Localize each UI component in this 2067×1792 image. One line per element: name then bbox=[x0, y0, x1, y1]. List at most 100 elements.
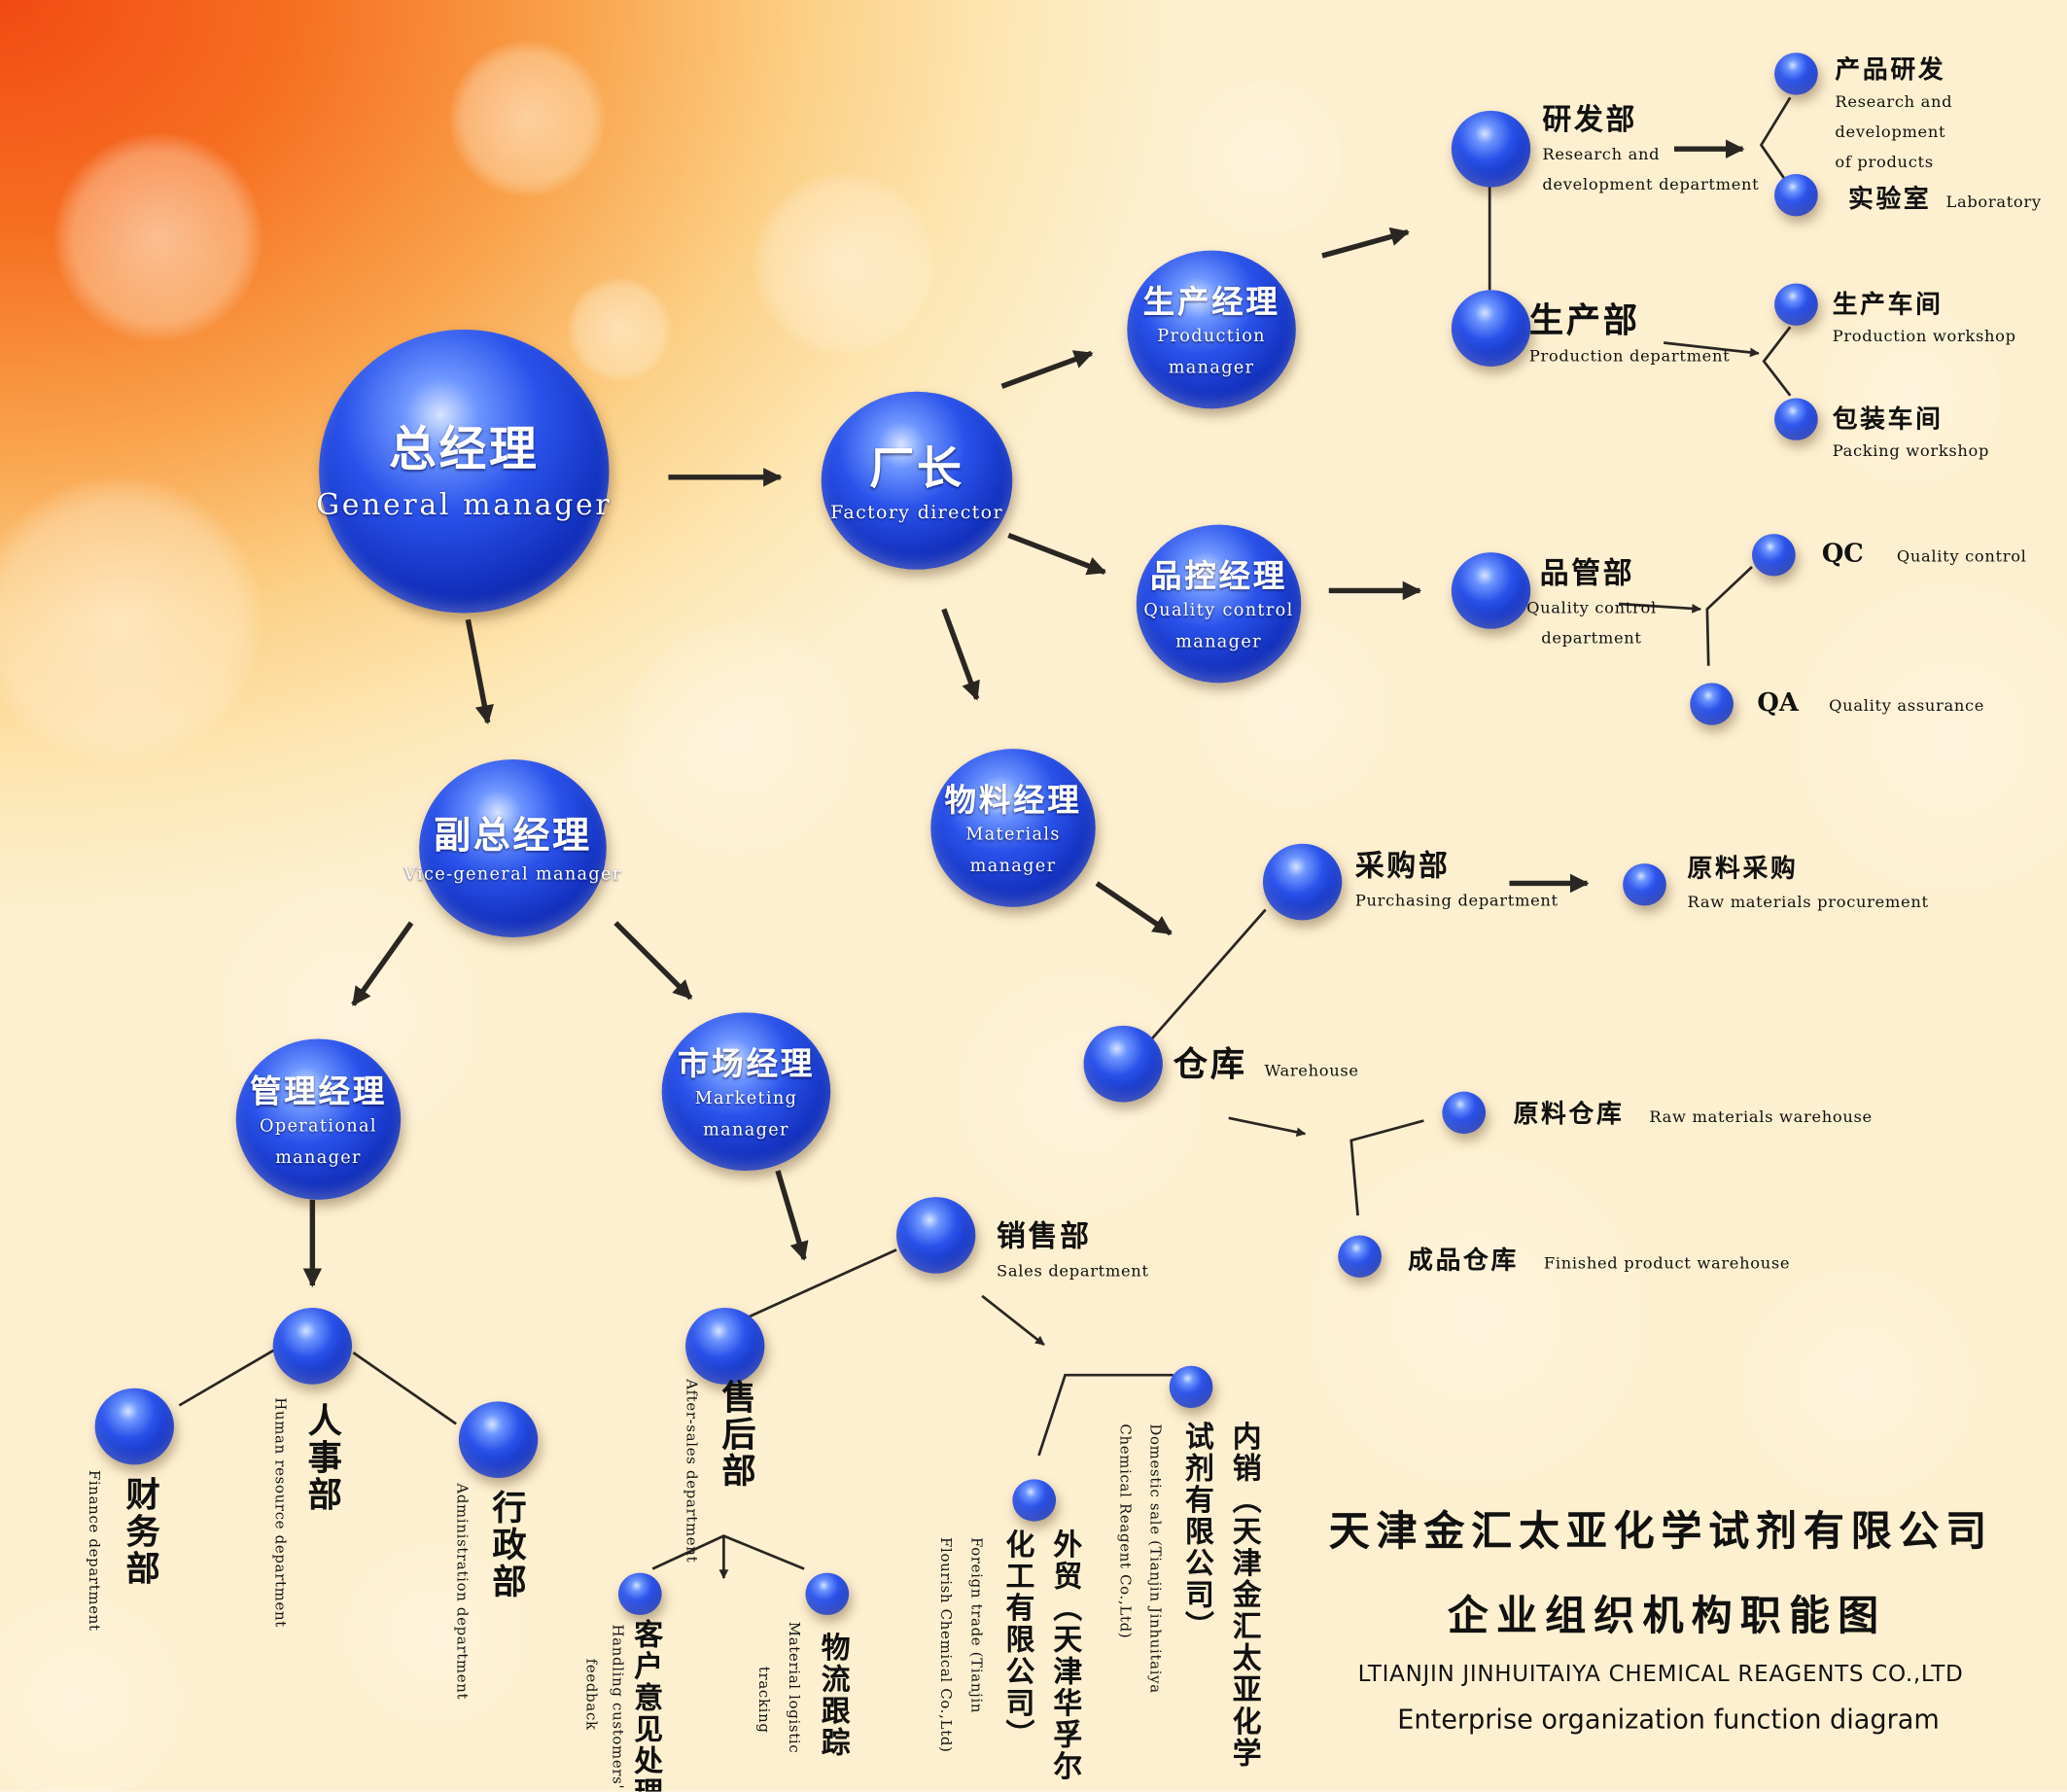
finance-node bbox=[94, 1388, 174, 1465]
rnd-dept-zh: 研发部 bbox=[1542, 102, 1638, 138]
product-rnd-en1: Research and development bbox=[1835, 91, 1953, 142]
hr-en: Human resource department bbox=[271, 1397, 289, 1628]
quality-dept-zh: 品管部 bbox=[1539, 556, 1635, 591]
qa-label: QA Quality assurance bbox=[1757, 683, 1984, 722]
warehouse-node bbox=[1083, 1025, 1163, 1103]
diagram-title-en: Enterprise organization function diagram bbox=[1397, 1703, 1940, 1736]
raw-procurement-node bbox=[1623, 863, 1666, 906]
finished-warehouse-en: Finished product warehouse bbox=[1543, 1253, 1791, 1273]
arrow-gm-vice bbox=[465, 618, 494, 724]
feedback-zh: 客户意见处理 bbox=[628, 1619, 664, 1792]
arrow-sales-sub bbox=[981, 1294, 1045, 1347]
packing-workshop-label: 包装车间 Packing workshop bbox=[1833, 403, 1989, 467]
admin-zh: 行政部 bbox=[486, 1490, 527, 1601]
materials-manager-en2: manager bbox=[969, 856, 1057, 876]
general-manager-node: 总经理 General manager bbox=[316, 329, 610, 614]
production-manager-node: 生产经理 Production manager bbox=[1127, 250, 1296, 409]
production-manager-en1: Production bbox=[1157, 326, 1266, 346]
quality-dept-label: 品管部 Quality control department bbox=[1526, 553, 1657, 653]
raw-warehouse-node bbox=[1442, 1091, 1487, 1135]
admin-en: Administration department bbox=[453, 1483, 472, 1701]
qc-manager-zh: 品控经理 bbox=[1150, 555, 1288, 594]
marketing-manager-en1: Marketing bbox=[694, 1088, 798, 1108]
warehouse-en: Warehouse bbox=[1264, 1061, 1359, 1080]
finished-warehouse-label: 成品仓库 Finished product warehouse bbox=[1408, 1241, 1790, 1281]
after-sales-zh: 售后部 bbox=[716, 1379, 755, 1491]
domestic-sale-zh1: 内销（天津金汇太亚化学 bbox=[1227, 1421, 1262, 1770]
sales-zh: 销售部 bbox=[997, 1219, 1092, 1254]
arrow-vice-operational bbox=[351, 921, 414, 1006]
rnd-dept-en1: Research and bbox=[1542, 145, 1661, 164]
operational-manager-en2: manager bbox=[275, 1147, 362, 1168]
finished-warehouse-zh: 成品仓库 bbox=[1408, 1246, 1520, 1276]
company-title-zh: 天津金汇太亚化学试剂有限公司 bbox=[1328, 1508, 1994, 1556]
vice-general-manager-en: Vice-general manager bbox=[403, 863, 622, 885]
qc-en: Quality control bbox=[1896, 546, 2027, 566]
marketing-manager-zh: 市场经理 bbox=[677, 1043, 815, 1082]
purchasing-zh: 采购部 bbox=[1354, 849, 1451, 884]
laboratory-label: 实验室 Laboratory bbox=[1848, 179, 2042, 219]
purchasing-en: Purchasing department bbox=[1354, 891, 1559, 910]
warehouse-label: 仓库 Warehouse bbox=[1174, 1045, 1359, 1086]
quality-dept-node bbox=[1451, 552, 1531, 629]
product-rnd-en2: of products bbox=[1835, 153, 1934, 172]
packing-workshop-zh: 包装车间 bbox=[1832, 404, 1944, 435]
purchasing-label: 采购部 Purchasing department bbox=[1355, 846, 1559, 916]
purchasing-node bbox=[1262, 843, 1343, 921]
vice-general-manager-node: 副总经理 Vice-general manager bbox=[403, 758, 620, 938]
production-manager-en2: manager bbox=[1168, 358, 1255, 378]
product-rnd-label: 产品研发 Research and development of product… bbox=[1835, 53, 2067, 178]
logistics-node bbox=[805, 1572, 850, 1615]
product-rnd-zh: 产品研发 bbox=[1835, 54, 1946, 85]
quality-dept-en2: department bbox=[1541, 628, 1642, 648]
arrow-vice-marketing bbox=[613, 921, 693, 1001]
qa-en: Quality assurance bbox=[1829, 695, 1985, 715]
arrow-production-sub bbox=[1663, 341, 1760, 358]
admin-node bbox=[458, 1401, 539, 1478]
hr-node bbox=[272, 1308, 353, 1385]
feedback-node bbox=[617, 1572, 662, 1615]
packing-workshop-en: Packing workshop bbox=[1832, 441, 1990, 461]
raw-procurement-zh: 原料采购 bbox=[1687, 854, 1799, 884]
finance-zh: 财务部 bbox=[120, 1476, 160, 1588]
production-manager-zh: 生产经理 bbox=[1142, 281, 1280, 320]
operational-manager-zh: 管理经理 bbox=[249, 1071, 387, 1109]
raw-warehouse-label: 原料仓库 Raw materials warehouse bbox=[1514, 1094, 1873, 1134]
production-workshop-node bbox=[1774, 283, 1818, 326]
arrow-materials-purchasing bbox=[1095, 881, 1173, 936]
arrow-quality-sub bbox=[1618, 602, 1702, 614]
foreign-trade-en1: Foreign trade (Tianjin bbox=[967, 1536, 985, 1714]
domestic-sale-en1: Domestic sale (Tianjin Jinhuitaiya bbox=[1146, 1423, 1165, 1694]
materials-manager-zh: 物料经理 bbox=[944, 780, 1082, 819]
feedback-en2: feedback bbox=[582, 1658, 600, 1731]
qc-manager-en2: manager bbox=[1175, 632, 1262, 652]
rnd-dept-en2: development department bbox=[1542, 175, 1760, 194]
marketing-manager-en2: manager bbox=[703, 1119, 789, 1141]
qc-manager-node: 品控经理 Quality control manager bbox=[1136, 524, 1302, 684]
foreign-trade-zh2: 化工有限公司） bbox=[1000, 1528, 1035, 1751]
qc-manager-en1: Quality control bbox=[1143, 600, 1294, 620]
sales-en: Sales department bbox=[997, 1261, 1149, 1281]
laboratory-zh: 实验室 bbox=[1847, 184, 1932, 214]
after-sales-en: After-sales department bbox=[683, 1379, 700, 1564]
domestic-sale-node bbox=[1169, 1365, 1213, 1409]
raw-warehouse-zh: 原料仓库 bbox=[1513, 1099, 1625, 1129]
qc-node bbox=[1751, 534, 1796, 577]
foreign-trade-en2: Flourish Chemical Co.,Ltd) bbox=[937, 1536, 955, 1753]
laboratory-node bbox=[1774, 173, 1818, 217]
production-dept-node bbox=[1451, 290, 1531, 367]
materials-manager-en1: Materials bbox=[965, 825, 1061, 845]
domestic-sale-zh2: 试剂有限公司） bbox=[1179, 1421, 1214, 1643]
company-title-en: LTIANJIN JINHUITAIYA CHEMICAL REAGENTS C… bbox=[1357, 1661, 1964, 1688]
sales-node bbox=[896, 1197, 976, 1274]
rnd-dept-label: 研发部 Research and development department bbox=[1542, 100, 1759, 200]
arrow-factory-qc bbox=[1007, 532, 1107, 576]
sales-label: 销售部 Sales department bbox=[997, 1216, 1149, 1286]
rnd-dept-node bbox=[1451, 110, 1531, 188]
raw-procurement-label: 原料采购 Raw materials procurement bbox=[1688, 851, 1929, 918]
domestic-sale-en2: Chemical Reagent Co.,Ltd) bbox=[1116, 1423, 1135, 1639]
after-sales-node bbox=[685, 1308, 765, 1385]
logistics-en1: Material logistic bbox=[786, 1621, 803, 1754]
